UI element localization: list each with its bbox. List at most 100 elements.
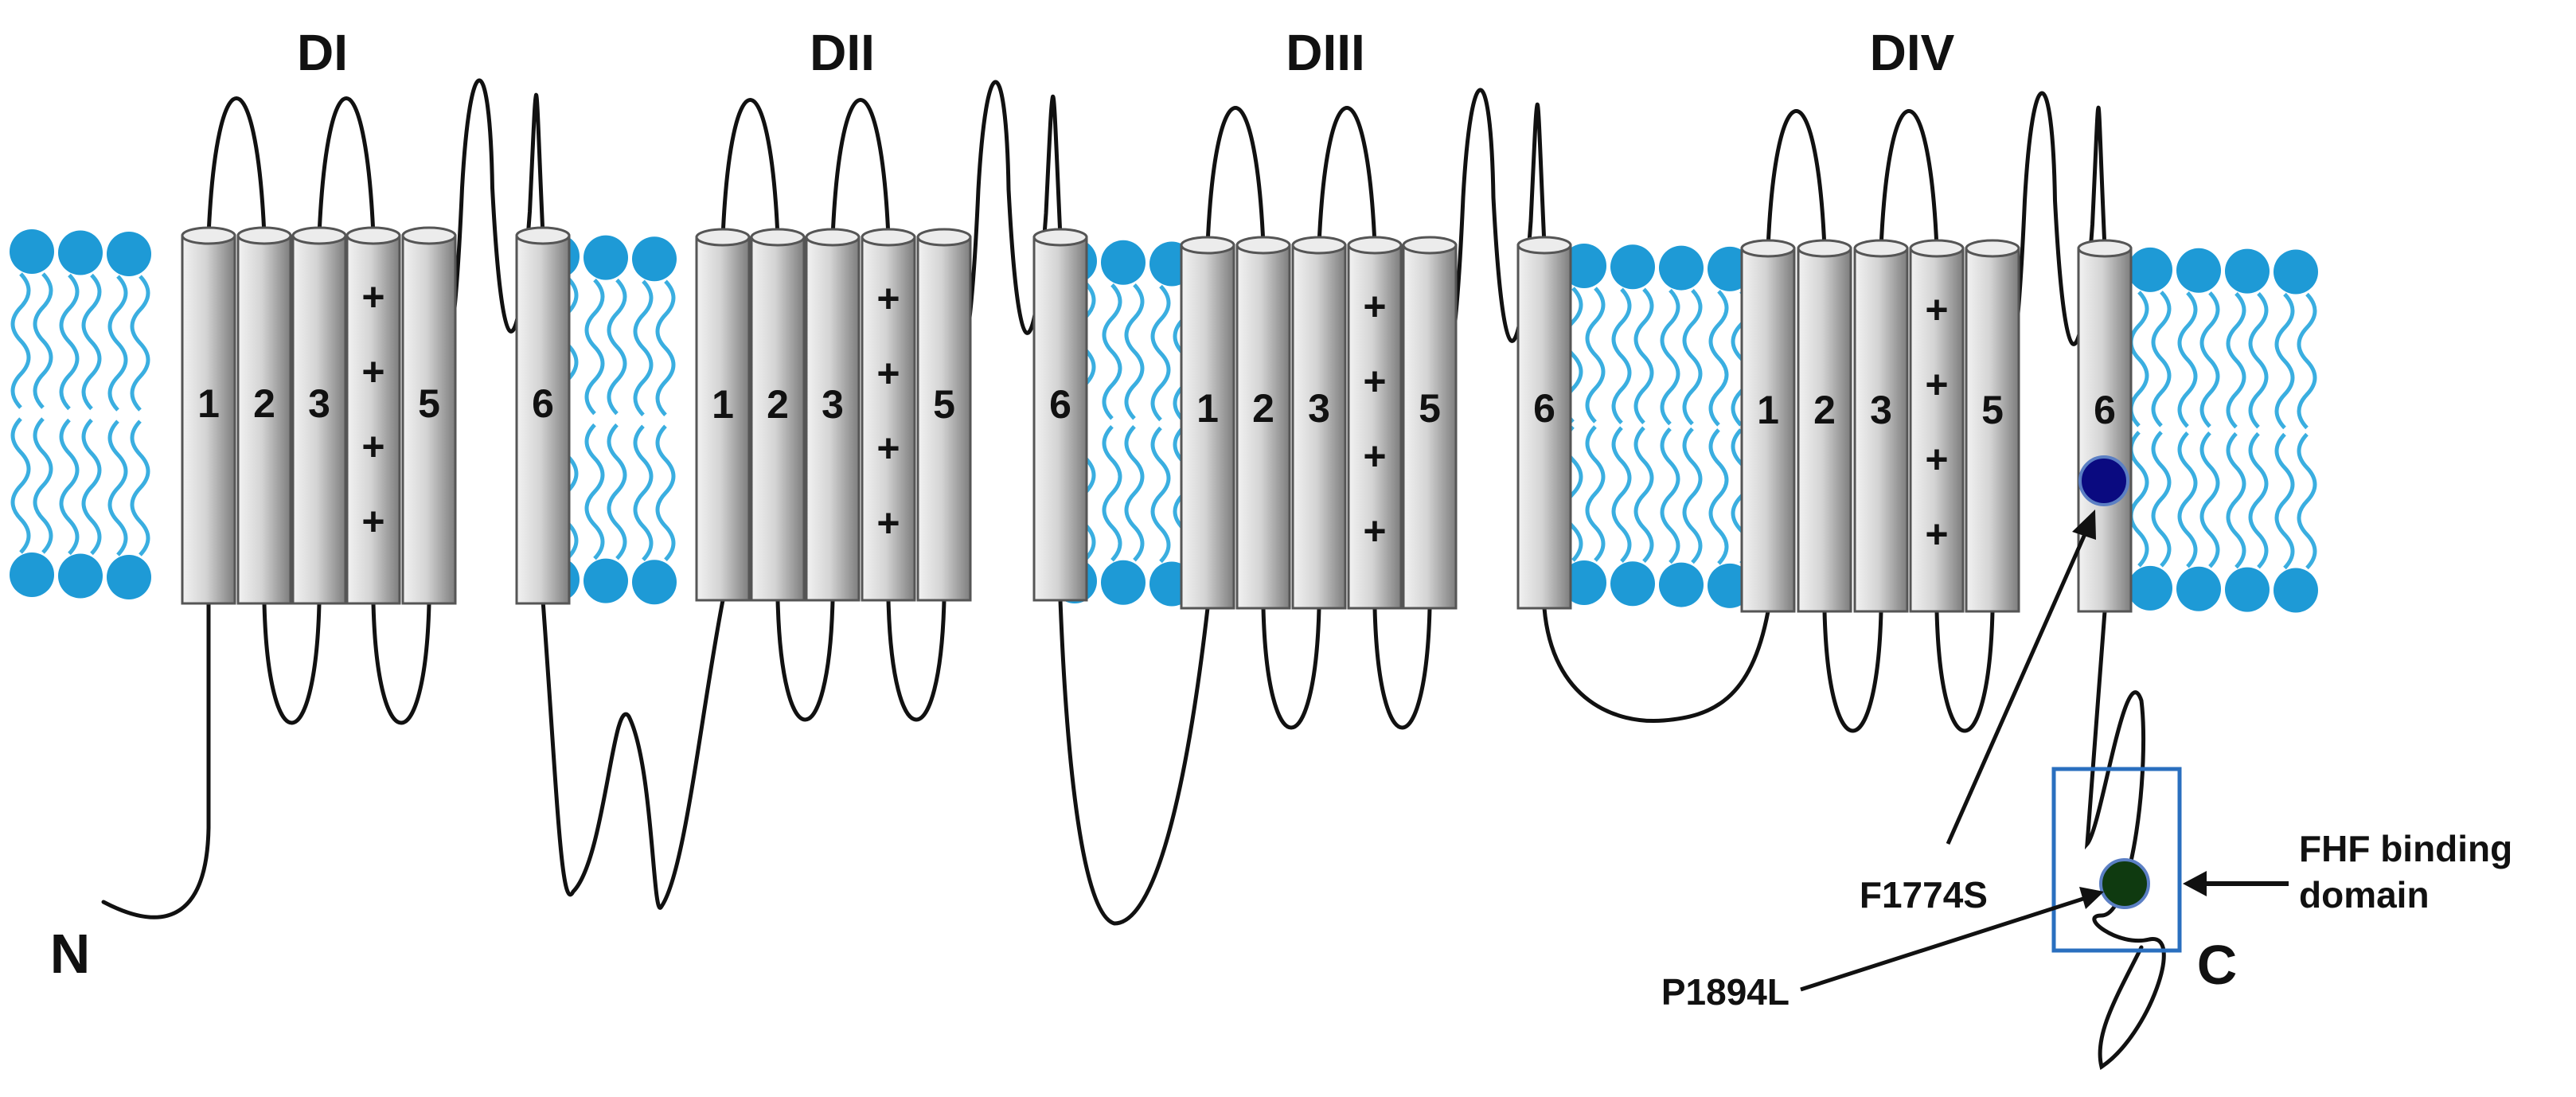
lipid-head (2128, 565, 2172, 611)
domain-title-di: DI (297, 24, 348, 81)
loop-d4-s1s2 (1766, 109, 1827, 251)
segment-label-d1-s6: 6 (532, 381, 554, 426)
lipid-tail (1585, 425, 1606, 562)
lipid-tail (2248, 291, 2269, 429)
c-terminus-label: C (2197, 934, 2238, 996)
segment-label-d2-s5: 5 (933, 382, 955, 427)
lipid-tail (2177, 291, 2198, 428)
segment-label-d1-s1: 1 (197, 381, 220, 426)
voltage-sensor-charge-d1: + (361, 275, 384, 319)
segment-d2-s5: 5 (916, 228, 972, 602)
lipid-head (2274, 249, 2318, 295)
lipid-tail (2199, 431, 2220, 568)
lipid-head (10, 229, 54, 274)
segment-d4-s6: 6 (2077, 239, 2133, 613)
lipid-head (632, 560, 677, 605)
loop-d3-s3s4 (1317, 106, 1377, 248)
segment-d1-s5: 5 (401, 226, 457, 605)
voltage-sensor-charge-d4: + (1925, 362, 1948, 407)
lipid-head (10, 552, 54, 597)
lipid-head (2176, 248, 2221, 293)
voltage-sensor-charge-d2: + (876, 276, 900, 321)
segment-label-d3-s5: 5 (1419, 386, 1441, 431)
lipid-tail (59, 418, 80, 556)
voltage-sensor-charge-d4: + (1925, 287, 1948, 332)
segment-d1-s3: 3 (291, 226, 347, 605)
lipid-head (2274, 568, 2318, 613)
lipid-head (1101, 240, 1146, 285)
loop-d4-s2s3 (1822, 609, 1883, 733)
lipid-tail (1124, 425, 1145, 562)
lipid-tail (1102, 283, 1122, 420)
linker-diii-div (1542, 606, 1770, 724)
lipid-tail (633, 279, 654, 416)
lipid-tail (1611, 287, 1632, 425)
voltage-sensor-charge-d3: + (1363, 509, 1386, 553)
lipid-head (1101, 560, 1146, 605)
loop-d1-s1s2 (206, 96, 267, 238)
segment-d2-s6: 6 (1032, 228, 1088, 602)
segment-d1-s6: 6 (515, 226, 571, 605)
arrow-f1774s (1946, 509, 2096, 845)
lipid-tail (1633, 287, 1654, 425)
segment-d3-s3: 3 (1291, 236, 1347, 610)
segment-label-d2-s3: 3 (822, 382, 844, 427)
n-terminal-tail (101, 601, 211, 919)
loop-d4-s4s5 (1934, 609, 1995, 733)
voltage-sensor-charge-d4: + (1925, 437, 1948, 482)
lipid-tail (130, 420, 150, 556)
lipid-head (58, 230, 103, 275)
segment-d3-s5: 5 (1402, 236, 1458, 610)
segment-label-d1-s3: 3 (308, 381, 330, 426)
segment-label-d4-s3: 3 (1870, 388, 1892, 432)
arrow-p1894l (1800, 887, 2104, 992)
loop-d4-s3s4 (1879, 109, 1939, 251)
segment-d3-s4: ++++ (1347, 236, 1403, 610)
segment-label-d2-s2: 2 (767, 382, 789, 427)
lipid-head (1659, 245, 1704, 291)
lipid-tail (33, 417, 53, 554)
lipid-tail (1660, 427, 1680, 564)
voltage-sensor-charge-d2: + (876, 426, 900, 470)
n-terminus-label: N (50, 923, 91, 985)
lipid-tail (2226, 431, 2246, 569)
lipid-tail (1708, 428, 1729, 565)
segment-label-d4-s6: 6 (2094, 388, 2116, 432)
lipid-tail (1124, 283, 1145, 420)
lipid-tail (2297, 292, 2317, 430)
segment-label-d3-s2: 2 (1252, 386, 1274, 431)
segment-d4-s5: 5 (1965, 239, 2020, 613)
arrow-fhf-binding (2183, 871, 2289, 896)
c-terminal-tail (2084, 609, 2166, 1071)
voltage-sensor-charge-d2: + (876, 351, 900, 396)
loop-d2-s4s5 (886, 598, 946, 722)
lipid-head (2225, 248, 2270, 294)
lipid-tail (1150, 284, 1171, 422)
domain-title-div: DIV (1870, 24, 1955, 81)
fhf-binding-label-line2: domain (2299, 874, 2430, 915)
voltage-sensor-charge-d3: + (1363, 434, 1386, 478)
lipid-head (2225, 567, 2270, 612)
domain-title-diii: DIII (1286, 24, 1365, 81)
lipid-tail (1633, 426, 1654, 564)
segment-label-d4-s5: 5 (1981, 388, 2004, 432)
segment-d2-s1: 1 (695, 228, 751, 602)
mutation-f1774s-label: F1774S (1860, 874, 1988, 915)
lipid-tail (2177, 431, 2198, 568)
lipid-tail (2297, 432, 2317, 570)
segment-d1-s2: 2 (236, 226, 292, 605)
lipid-tail (130, 275, 150, 412)
segment-label-d2-s6: 6 (1049, 382, 1071, 427)
lipid-tail (2199, 291, 2220, 428)
segment-label-d3-s3: 3 (1308, 386, 1330, 431)
lipid-tail (1102, 425, 1122, 562)
loop-d2-s2s3 (775, 598, 835, 722)
lipid-tail (1682, 288, 1703, 426)
voltage-sensor-charge-d1: + (361, 349, 384, 394)
voltage-sensor-charge-d2: + (876, 501, 900, 545)
lipid-head (584, 558, 628, 603)
lipid-tail (1585, 287, 1606, 424)
lipid-tail (2151, 291, 2172, 427)
segment-d4-s1: 1 (1740, 239, 1796, 613)
